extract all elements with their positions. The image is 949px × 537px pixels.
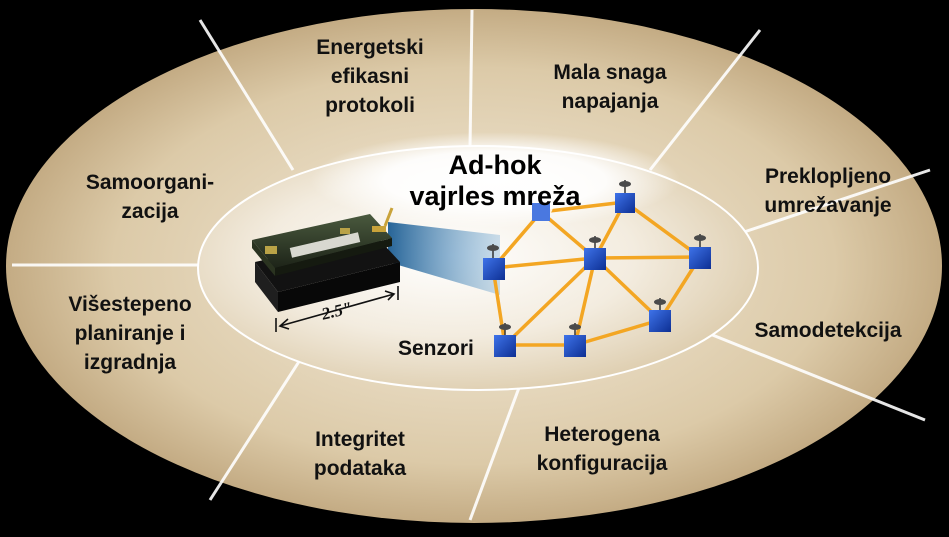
segment-energetski: Energetski efikasni protokoli <box>290 33 450 120</box>
segment-line: Višestepeno <box>68 293 192 316</box>
segment-line: zacija <box>121 200 179 223</box>
title-cloud <box>310 132 680 228</box>
segment-line: napajanja <box>561 90 659 113</box>
segment-line: Mala snaga <box>553 61 667 84</box>
sensor-node <box>649 298 671 332</box>
sensors-label: Senzori <box>398 337 474 360</box>
sensor-node <box>584 236 606 270</box>
segment-line: Energetski <box>316 36 424 59</box>
segment-line: efikasni <box>330 65 410 88</box>
segment-line: Preklopljeno <box>764 165 892 188</box>
segment-line: planiranje i <box>74 322 186 345</box>
segment-line: podataka <box>313 457 407 480</box>
segment-mala-snaga: Mala snaga napajanja <box>530 58 690 116</box>
sensor-node <box>689 234 711 269</box>
sensor-node <box>529 194 553 221</box>
segment-line: Samodetekcija <box>754 319 902 342</box>
segment-line: konfiguracija <box>536 452 668 475</box>
network-nodes <box>483 180 711 357</box>
segment-preklopljeno: Preklopljeno umrežavanje <box>738 162 918 220</box>
segment-line: Integritet <box>315 428 405 451</box>
segment-dividers <box>12 9 931 521</box>
segment-visestepeno: Višestepeno planiranje i izgradnja <box>55 290 205 377</box>
segment-samodetekcija: Samodetekcija <box>728 316 928 345</box>
sensor-node <box>483 244 505 280</box>
sensor-node <box>615 180 635 213</box>
segment-line: umrežavanje <box>764 194 892 217</box>
segment-line: protokoli <box>325 94 415 117</box>
center-title-line2: vajrles mreža <box>409 181 581 211</box>
segment-samoorganizacija: Samoorgani- zacija <box>65 168 235 226</box>
sensor-node <box>564 323 586 357</box>
segment-heterogena: Heterogena konfiguracija <box>512 420 692 478</box>
segment-line: Samoorgani- <box>85 171 215 194</box>
center-title-line1: Ad-hok <box>448 150 542 180</box>
signal-beam <box>388 222 500 295</box>
center-title: Ad-hok vajrles mreža <box>375 150 615 212</box>
segment-line: Heterogena <box>544 423 660 446</box>
segment-integritet: Integritet podataka <box>285 425 435 483</box>
sensor-node <box>494 323 516 357</box>
segment-line: izgradnja <box>83 351 177 374</box>
sensor-device-image <box>252 207 400 332</box>
